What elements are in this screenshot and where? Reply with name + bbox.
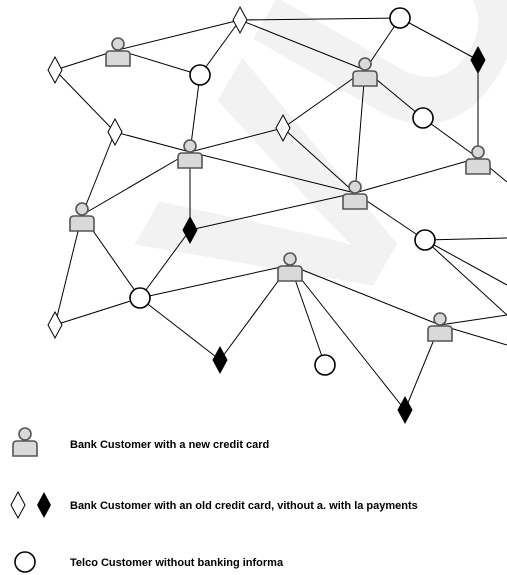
legend-person-icon [12,427,38,457]
old-card-node-icon [47,55,63,85]
old-card-node-icon [47,310,63,340]
network-edge [282,69,366,129]
network-edge [424,239,507,316]
old-card-node-icon [107,117,123,147]
network-edge [239,17,401,21]
legend-circle-icon [14,551,36,573]
late-payment-node-icon [212,345,228,375]
network-edge [282,127,356,194]
network-edge [54,214,83,326]
network-edge [189,192,356,231]
network-edge [189,151,356,194]
network-edge [81,151,191,216]
telco-customer-node-icon [314,354,336,376]
network-edge [139,297,221,361]
network-edge [239,19,366,71]
bank-customer-node-icon [352,57,378,87]
network-edge [189,74,201,153]
network-edge [354,157,479,194]
bank-customer-node-icon [427,312,453,342]
network-edge [424,239,507,286]
late-payment-node-icon [182,215,198,245]
legend-label-telco: Telco Customer without banking informa [70,557,284,569]
network-edge [139,264,291,299]
legend-label-old-card: Bank Customer with an old credit card, v… [70,500,418,512]
network-edge [354,69,366,194]
network-edge [424,237,507,241]
network-edge [54,69,116,133]
network-nodes [47,5,491,425]
network-edge [54,297,141,326]
late-payment-node-icon [397,395,413,425]
network-edge [117,49,201,76]
network-edge [81,131,116,216]
old-card-node-icon [275,113,291,143]
network-edge [139,229,191,299]
late-payment-node-icon [470,45,486,75]
bank-customer-node-icon [69,202,95,232]
telco-customer-node-icon [389,7,411,29]
network-edge [289,264,406,411]
bank-customer-node-icon [465,145,491,175]
network-edge [289,264,441,326]
legend-diamond-filled-icon [37,492,51,518]
network-edge [399,17,479,61]
bank-customer-node-icon [177,139,203,169]
telco-customer-node-icon [412,107,434,129]
telco-customer-node-icon [189,64,211,86]
bank-customer-node-icon [105,37,131,67]
network-edge [199,19,241,76]
network-edge [422,117,479,159]
legend: Bank Customer with a new credit card Ban… [10,427,418,573]
old-card-node-icon [232,5,248,35]
network-edge [189,127,284,153]
network-edge [117,19,241,51]
telco-customer-node-icon [414,229,436,251]
telco-customer-node-icon [129,287,151,309]
bank-customer-node-icon [277,252,303,282]
legend-diamond-open-icon [10,490,26,520]
bank-customer-node-icon [342,180,368,210]
network-edge [439,314,507,326]
legend-label-new-card: Bank Customer with a new credit card [70,439,269,451]
network-edge [114,131,191,153]
